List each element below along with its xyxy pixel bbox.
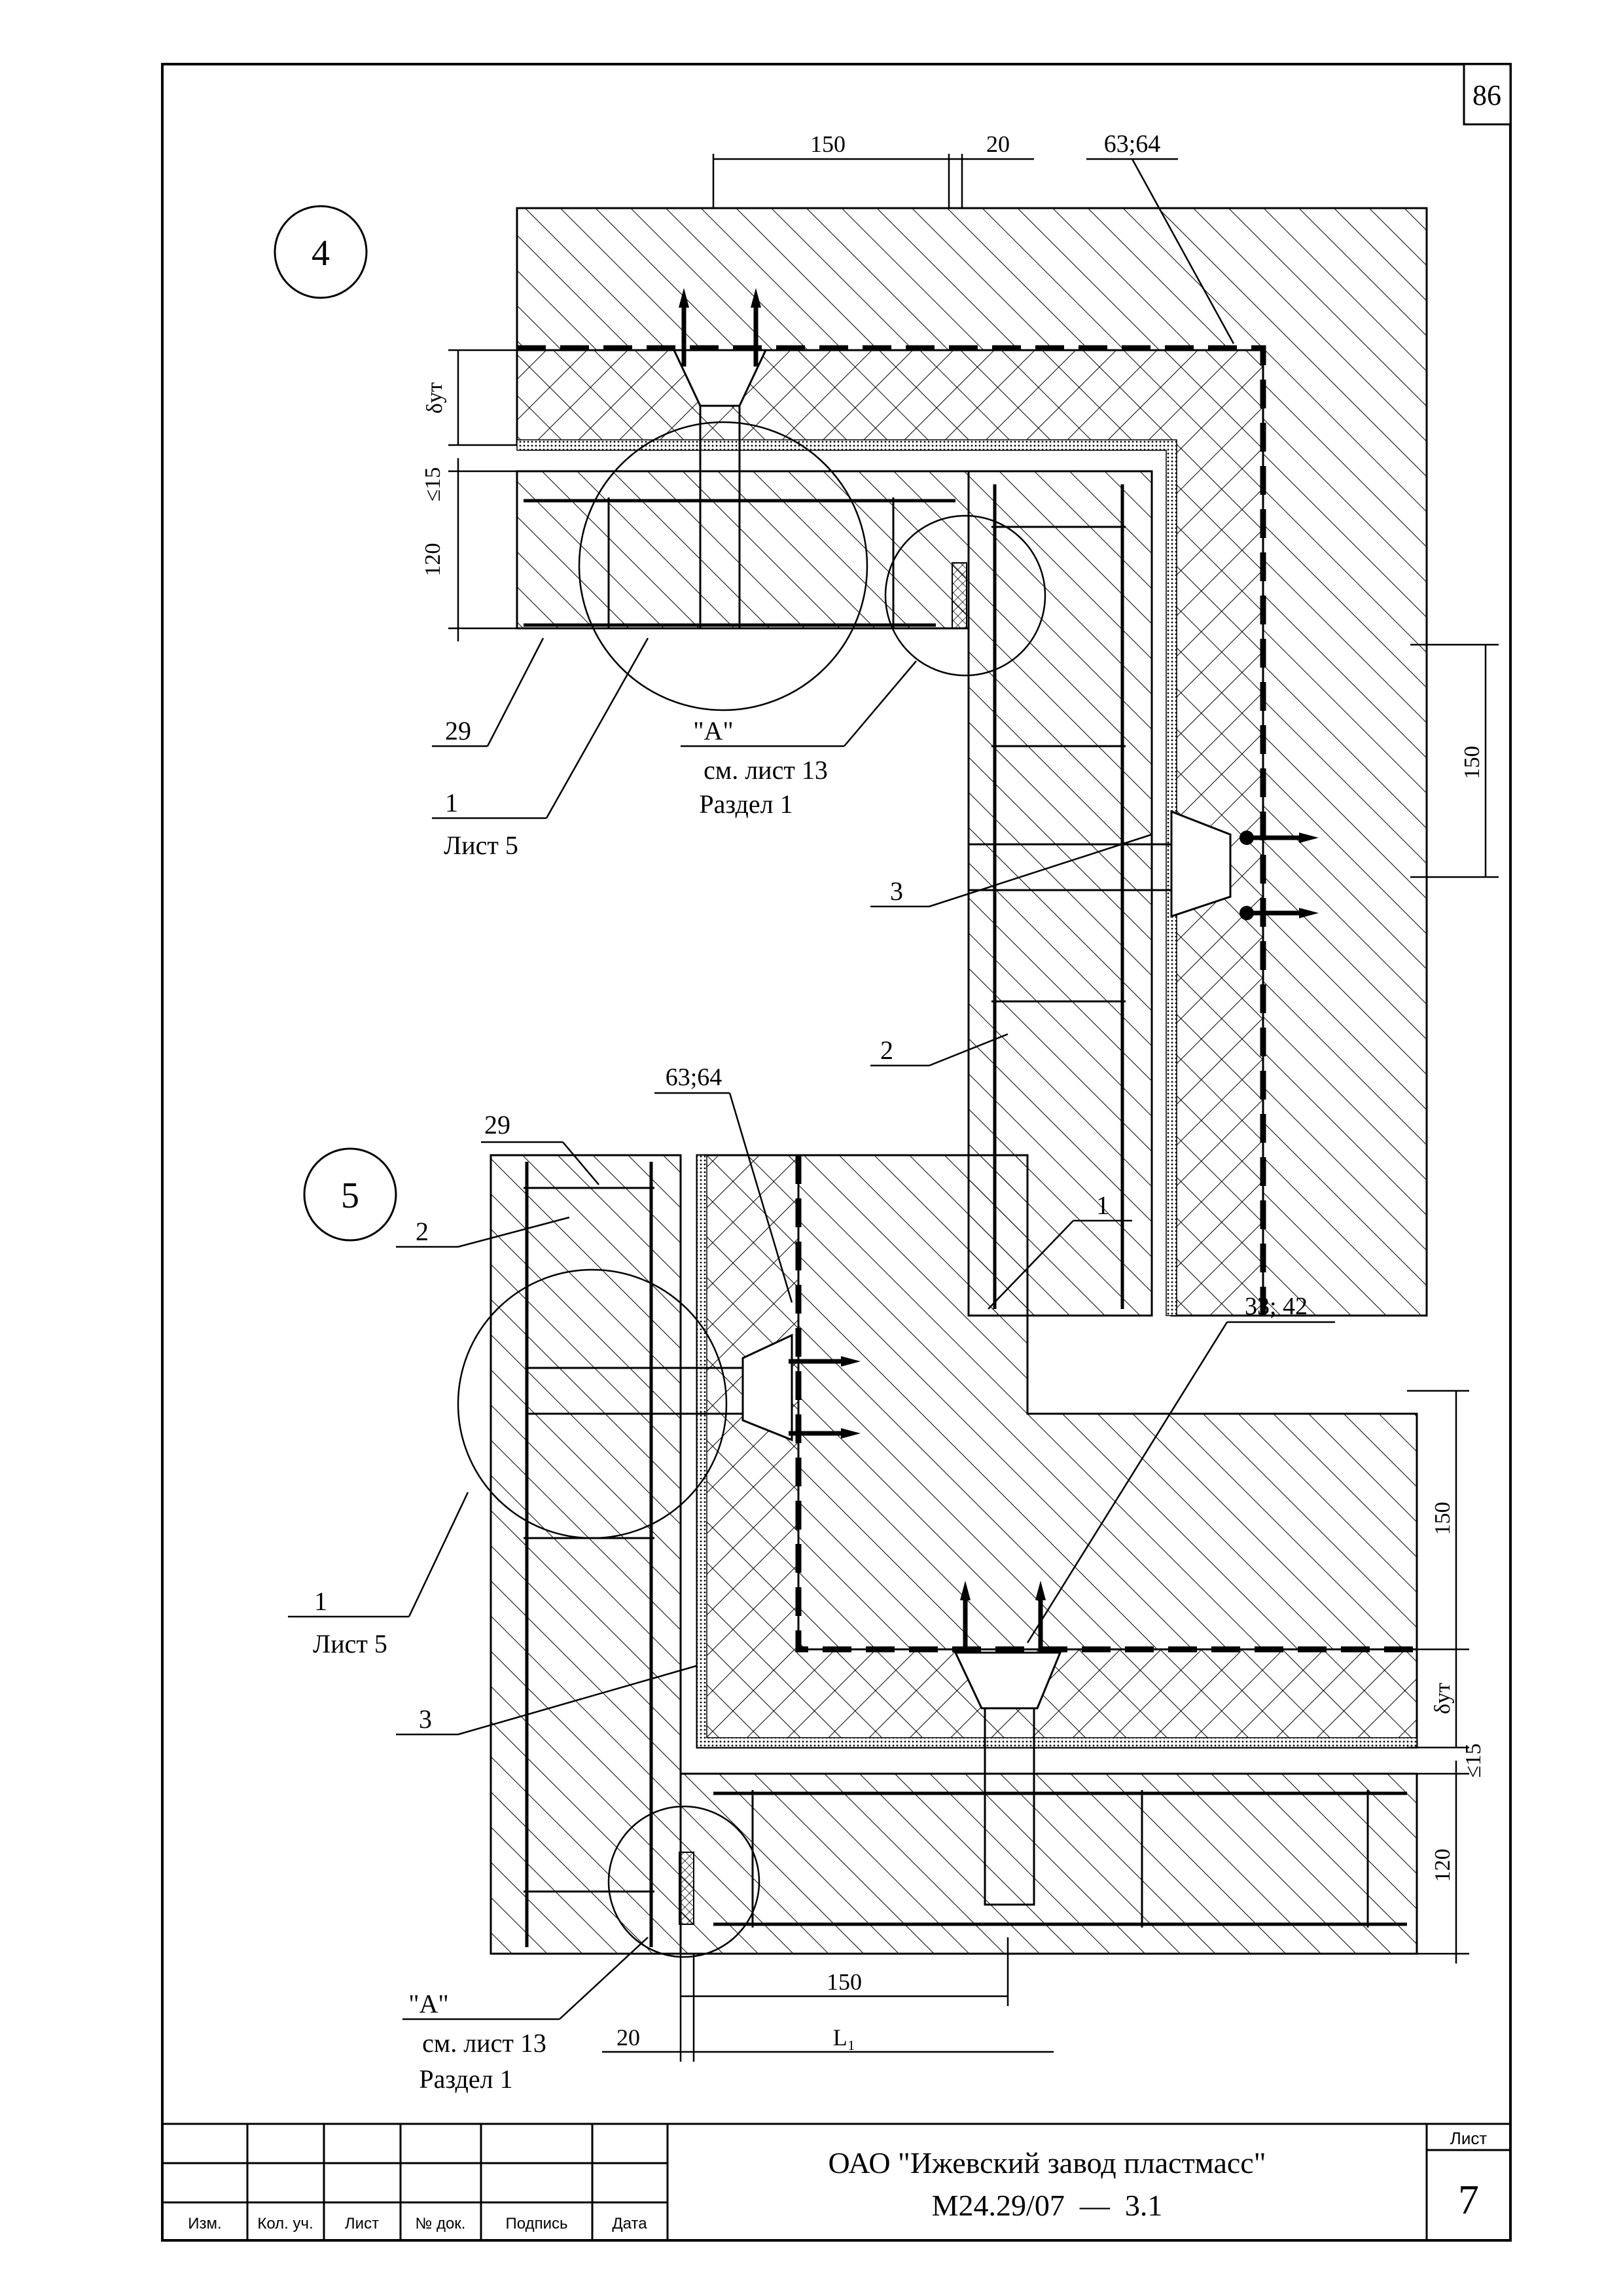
label-29-5: 29 xyxy=(484,1110,510,1139)
detail-5-marker: 5 xyxy=(341,1175,359,1216)
detail-5-marker-circle xyxy=(303,1147,397,1242)
tb-col-data: Дата xyxy=(612,2215,647,2233)
dim-gap-4: ≤15 xyxy=(421,467,445,502)
sheet-frame xyxy=(161,63,1512,2242)
label-anchors-5: 33; 42 xyxy=(1245,1293,1308,1320)
document-code: М24.29/07 — 3.1 xyxy=(932,2189,1163,2222)
sheet-number: 7 xyxy=(1458,2176,1479,2223)
anchor-right-4 xyxy=(967,810,1319,920)
tb-col-kol-uch: Кол. уч. xyxy=(257,2215,313,2233)
page-number: 86 xyxy=(1472,79,1501,111)
label-1-4: 1 xyxy=(445,788,458,817)
callout-a-ref-5: см. лист 13 xyxy=(422,2028,546,2058)
dim-side-150-5: 150 xyxy=(1431,1502,1455,1535)
dim-insulation-4: δут xyxy=(423,382,447,414)
page-number-box xyxy=(1463,63,1512,126)
title-block xyxy=(162,2123,1510,2240)
sheet-label: Лист xyxy=(1450,2128,1488,2148)
organization-name: ОАО "Ижевский завод пластмасс" xyxy=(828,2146,1266,2179)
anchor-left-5 xyxy=(526,1333,861,1442)
dim-insulation-5: δут xyxy=(1431,1683,1455,1714)
callout-a-ref-4: см. лист 13 xyxy=(704,755,828,785)
detail-circle-4-large xyxy=(578,421,868,711)
label-2-4: 2 xyxy=(880,1035,893,1065)
label-29-4: 29 xyxy=(445,716,471,745)
dim-bottom-20-5: 20 xyxy=(616,2024,640,2051)
anchor-top-4 xyxy=(672,288,768,630)
tb-col-doc: № док. xyxy=(416,2215,466,2233)
label-1-5: 1 xyxy=(314,1587,327,1616)
dotted-layer-4 xyxy=(516,439,1177,1316)
detail-circle-5-small xyxy=(607,1805,760,1958)
leaders-4 xyxy=(432,158,1235,1067)
label-3-5: 3 xyxy=(419,1704,432,1734)
tb-col-izm: Изм. xyxy=(188,2215,221,2233)
label-3-4: 3 xyxy=(890,876,903,906)
callout-a-section-5: Раздел 1 xyxy=(419,2064,512,2094)
dim-bottom-150-5: 150 xyxy=(827,1969,862,1995)
detail-5: 5 xyxy=(288,1064,1486,2094)
dim-top-20-4: 20 xyxy=(986,131,1010,157)
dim-top-150-4: 150 xyxy=(810,131,846,157)
label-membrane-5: 63;64 xyxy=(666,1064,722,1091)
slab-vertical-4 xyxy=(967,470,1153,1317)
detail-4-marker-circle xyxy=(274,205,368,299)
leaders-5 xyxy=(288,1092,1335,2020)
callout-a-4: "А" xyxy=(693,716,734,745)
dotted-layer-5 xyxy=(696,1155,1418,1748)
anchor-bottom-5 xyxy=(954,1581,1062,1906)
callout-a-5: "А" xyxy=(408,1989,449,2018)
label-1-ref-4: Лист 5 xyxy=(444,831,518,860)
sealant-5 xyxy=(679,1852,694,1925)
detail-circle-5-large xyxy=(457,1268,728,1539)
detail-circle-4-small xyxy=(884,514,1046,677)
slab-vertical-5 xyxy=(490,1154,682,1955)
dim-length-5: L₁ xyxy=(833,2024,856,2051)
detail-4: 4 xyxy=(274,130,1499,1317)
label-1-ref-5: Лист 5 xyxy=(313,1629,387,1659)
dim-slab-5: 120 xyxy=(1431,1849,1455,1882)
tb-col-list: Лист xyxy=(345,2215,379,2233)
membrane-5 xyxy=(795,1155,1417,1653)
dimensions-5 xyxy=(602,1390,1469,2062)
dimensions-4 xyxy=(448,154,1499,878)
membrane-4 xyxy=(517,345,1266,1316)
label-1-top-5: 1 xyxy=(1096,1191,1109,1220)
dim-slab-4: 120 xyxy=(421,543,445,577)
slab-horizontal-5 xyxy=(679,1772,1418,1955)
dim-gap-5: ≤15 xyxy=(1461,1744,1486,1778)
callout-a-section-4: Раздел 1 xyxy=(699,789,793,819)
label-membrane-4: 63;64 xyxy=(1104,130,1161,158)
detail-4-marker: 4 xyxy=(312,233,330,274)
label-2-5: 2 xyxy=(416,1217,429,1246)
sealant-4 xyxy=(952,562,967,629)
dim-side-150-4: 150 xyxy=(1460,746,1484,780)
tb-col-podpis: Подпись xyxy=(506,2215,568,2233)
